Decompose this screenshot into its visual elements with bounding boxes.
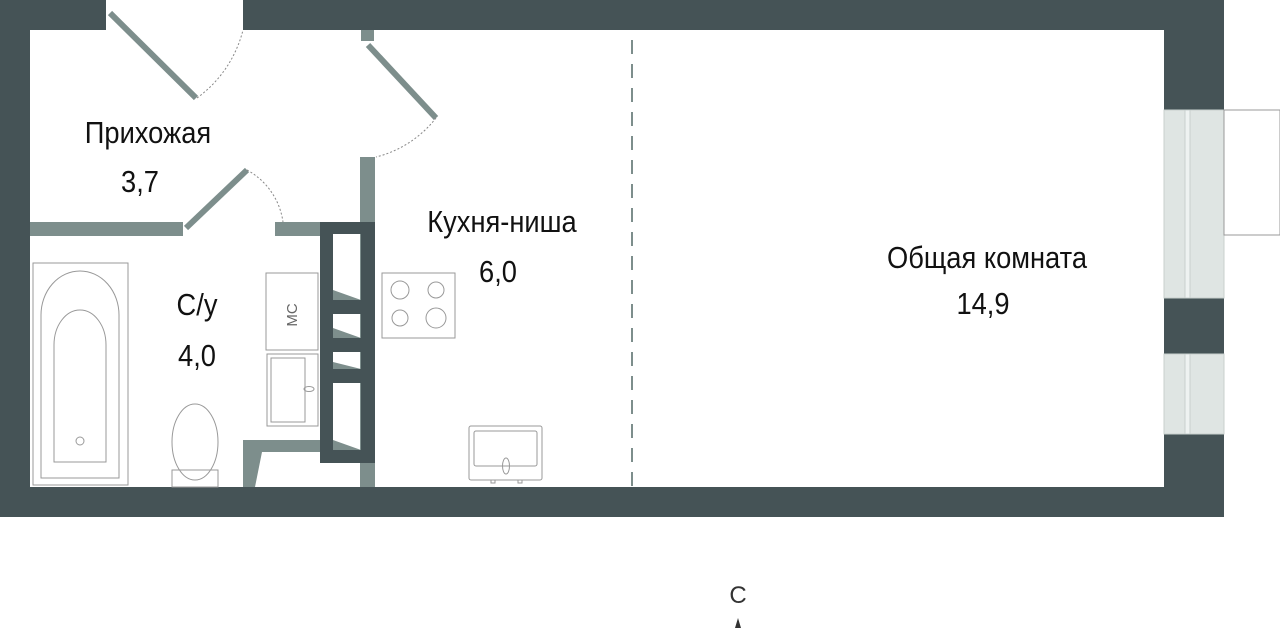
- room-name-kitchen: Кухня-ниша: [427, 204, 577, 239]
- shaft: [320, 222, 375, 463]
- toilet: [171, 403, 219, 488]
- room-area-bathroom: 4,0: [178, 338, 216, 373]
- door-leaves: [107, 10, 439, 231]
- door-swings: [196, 29, 437, 223]
- mc-box: [265, 272, 319, 351]
- windows: [1163, 109, 1225, 435]
- room-name-living: Общая комната: [887, 240, 1087, 275]
- bath-sink: [266, 353, 319, 427]
- mc-label: МС: [284, 303, 301, 326]
- room-name-bathroom: С/у: [176, 287, 218, 322]
- stove: [381, 272, 456, 339]
- north-arrow-icon: [735, 618, 741, 628]
- compass-north-label: С: [729, 582, 747, 609]
- room-name-hallway: Прихожая: [84, 115, 212, 150]
- kitchen-sink: [468, 425, 543, 484]
- room-area-hallway: 3,7: [121, 164, 159, 199]
- bathtub: [32, 262, 129, 486]
- balcony: [1223, 109, 1280, 236]
- room-area-living: 14,9: [956, 286, 1010, 321]
- exterior-walls: [0, 0, 1224, 517]
- room-area-kitchen: 6,0: [479, 254, 517, 289]
